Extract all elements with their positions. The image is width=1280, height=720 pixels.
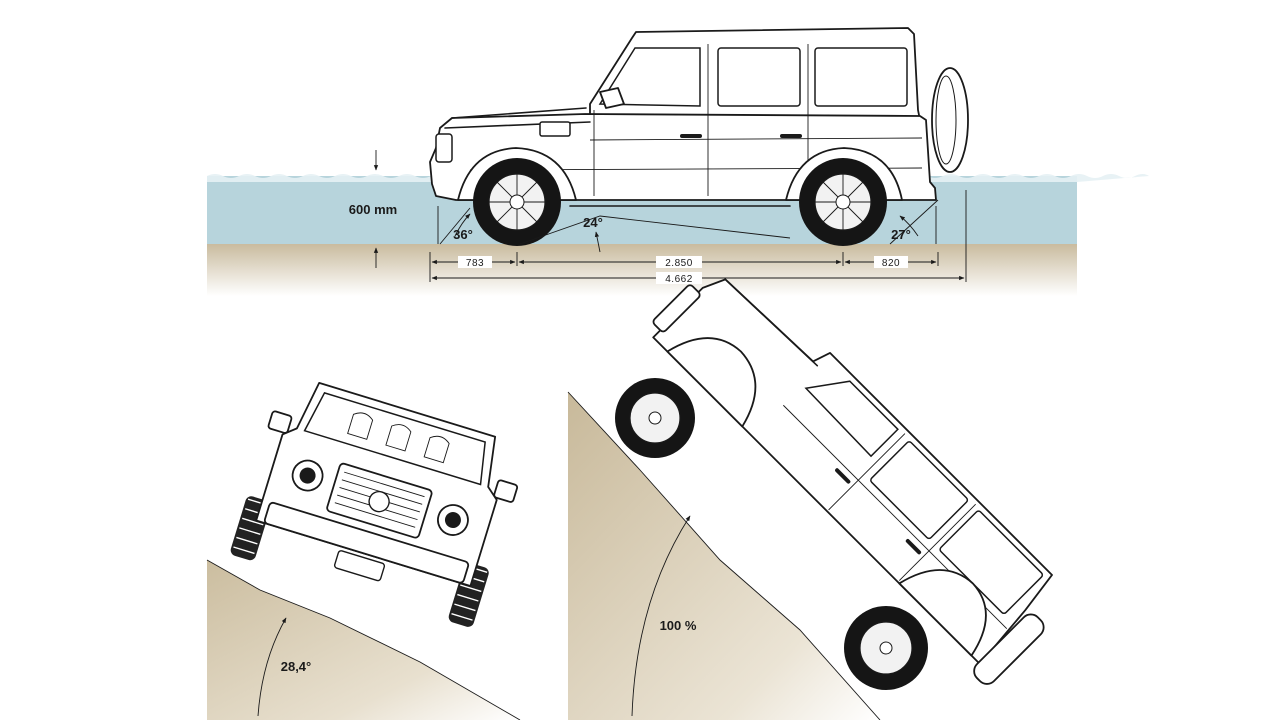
climbing-view: 100 %	[567, 278, 1053, 720]
departure-angle-label: 27°	[891, 227, 911, 242]
front-wheel	[473, 158, 561, 246]
wheelbase-label: 2.850	[665, 258, 693, 269]
overall-length-label: 4.662	[665, 274, 693, 285]
approach-angle-label: 36°	[453, 227, 473, 242]
tilt-slope	[207, 560, 520, 720]
climb-slope	[568, 392, 880, 720]
wading-side-view: 600 mm 36° 24° 27° 783 2.850 820 4.662	[207, 27, 1149, 296]
climbing-gradient-label: 100 %	[660, 618, 697, 633]
wading-depth-label: 600 mm	[349, 202, 397, 217]
vehicle-front-tilted	[230, 382, 519, 627]
climb-front-wheel	[615, 378, 695, 458]
vehicle-climbing	[652, 278, 1053, 685]
breakover-angle-label: 24°	[583, 215, 603, 230]
climb-rear-wheel	[844, 606, 928, 690]
rear-overhang-label: 820	[882, 258, 900, 269]
side-tilt-angle-label: 28,4°	[281, 659, 312, 674]
side-tilt-view: 28,4°	[206, 382, 521, 720]
rear-wheel	[799, 158, 887, 246]
front-overhang-label: 783	[466, 258, 484, 269]
ground-band	[207, 244, 1077, 296]
